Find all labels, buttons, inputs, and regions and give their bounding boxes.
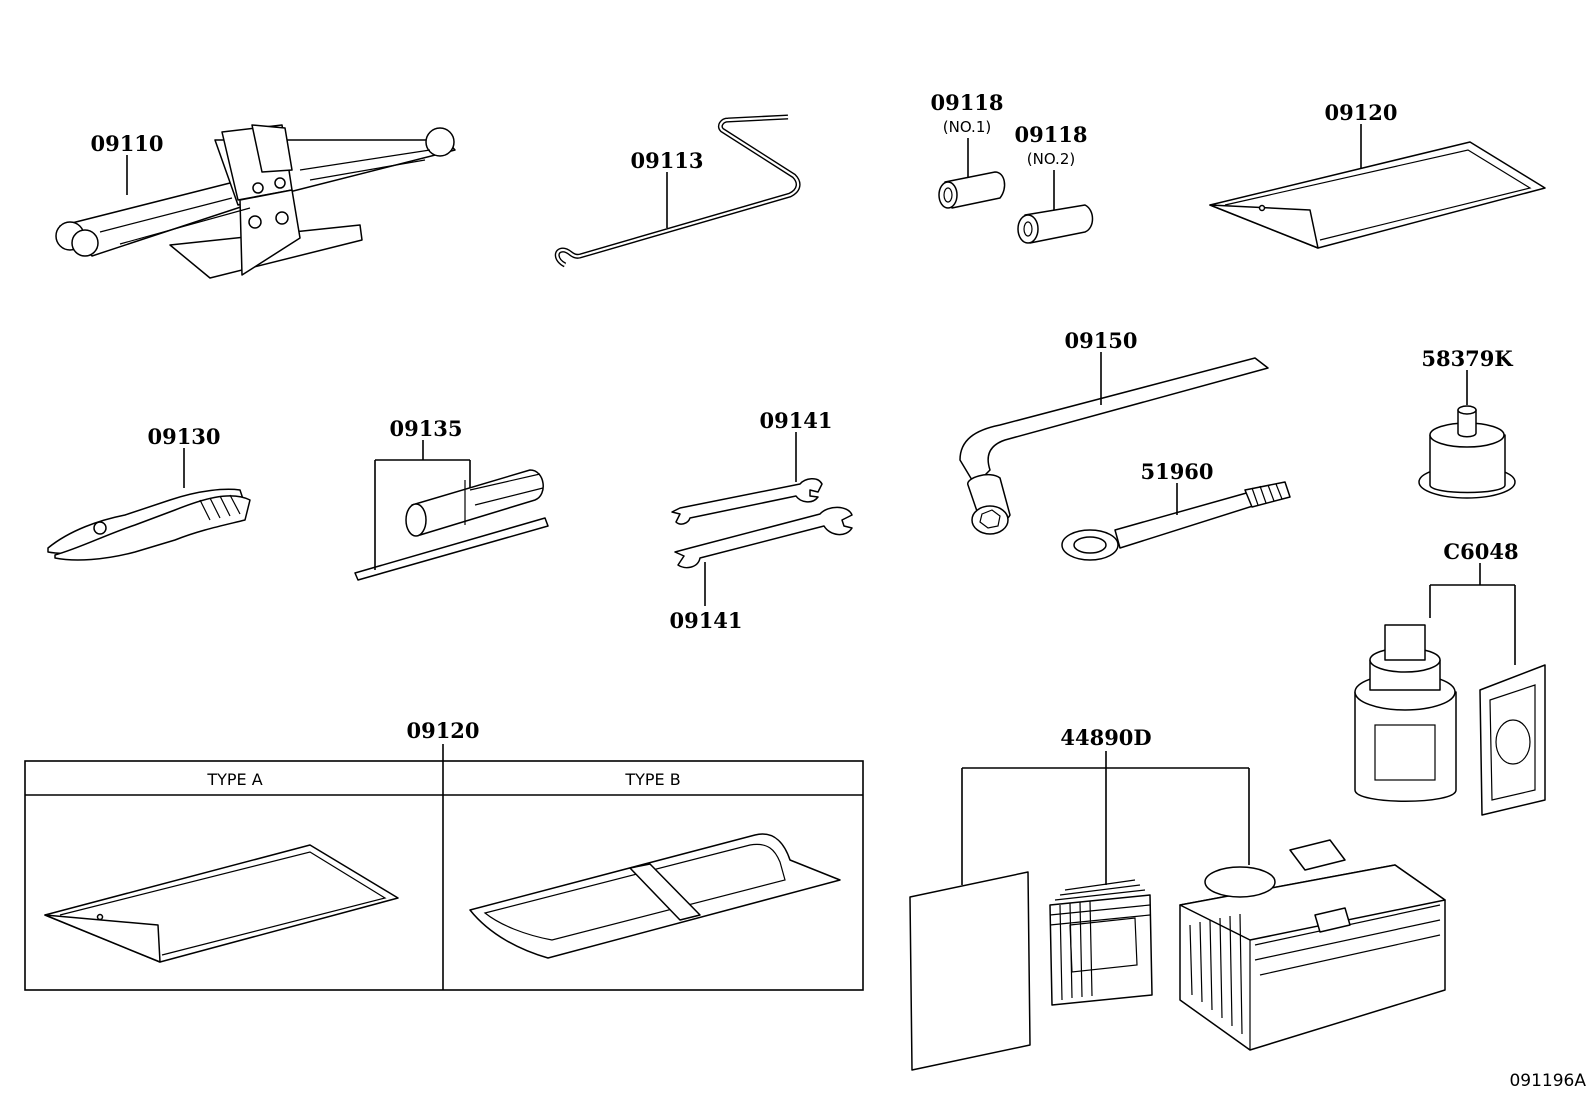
- label-handle: 09113: [630, 148, 703, 173]
- towing-eye[interactable]: [1061, 481, 1291, 561]
- label-cap: 58379K: [1421, 346, 1513, 371]
- screwdriver[interactable]: [354, 469, 549, 581]
- pliers[interactable]: [47, 488, 251, 561]
- instruction-sheet[interactable]: [909, 871, 1031, 1071]
- leader-screwdriver: [374, 440, 471, 570]
- diagram-code: 091196A: [1509, 1071, 1586, 1091]
- label-repair-kit: 44890D: [1060, 725, 1151, 750]
- label-adapter-no1-sub: (NO.1): [943, 118, 991, 136]
- tool-bag-type-b[interactable]: [469, 833, 841, 959]
- wrench-lower[interactable]: [674, 506, 853, 569]
- air-compressor[interactable]: [1179, 839, 1446, 1051]
- tool-bag-type-a[interactable]: [44, 844, 399, 963]
- label-pliers: 09130: [147, 424, 220, 449]
- label-jack: 09110: [90, 131, 163, 156]
- scissor-jack[interactable]: [55, 124, 456, 279]
- label-sealant: C6048: [1443, 539, 1518, 564]
- label-lug-wrench: 09150: [1064, 328, 1137, 353]
- adapter-no1[interactable]: [938, 171, 1006, 209]
- lug-wrench[interactable]: [959, 357, 1269, 535]
- label-wrench-upper: 09141: [759, 408, 832, 433]
- label-adapter-no2: 09118: [1014, 122, 1087, 147]
- wrench-upper[interactable]: [671, 478, 823, 525]
- tool-bag-table: [24, 760, 864, 991]
- leader-repair-kit: [961, 751, 1250, 885]
- label-adapter-no1: 09118: [930, 90, 1003, 115]
- tool-bag-type-a-header: TYPE A: [206, 770, 262, 789]
- leader-sealant: [1429, 563, 1516, 665]
- tool-bag-type-b-header: TYPE B: [624, 770, 680, 789]
- patch-stack[interactable]: [1049, 879, 1153, 1006]
- label-tool-bag-top: 09120: [1324, 100, 1397, 125]
- cap[interactable]: [1418, 405, 1516, 499]
- label-tool-bag-group: 09120: [406, 718, 479, 743]
- label-adapter-no2-sub: (NO.2): [1027, 150, 1075, 168]
- tool-bag-top[interactable]: [1209, 141, 1546, 249]
- label-screwdriver: 09135: [389, 416, 462, 441]
- label-towing-eye: 51960: [1140, 459, 1213, 484]
- label-wrench-lower: 09141: [669, 608, 742, 633]
- adapter-no2[interactable]: [1017, 204, 1094, 244]
- sealant-sticker[interactable]: [1479, 664, 1546, 816]
- jack-handle[interactable]: [554, 114, 801, 268]
- sealant-bottle[interactable]: [1354, 624, 1457, 802]
